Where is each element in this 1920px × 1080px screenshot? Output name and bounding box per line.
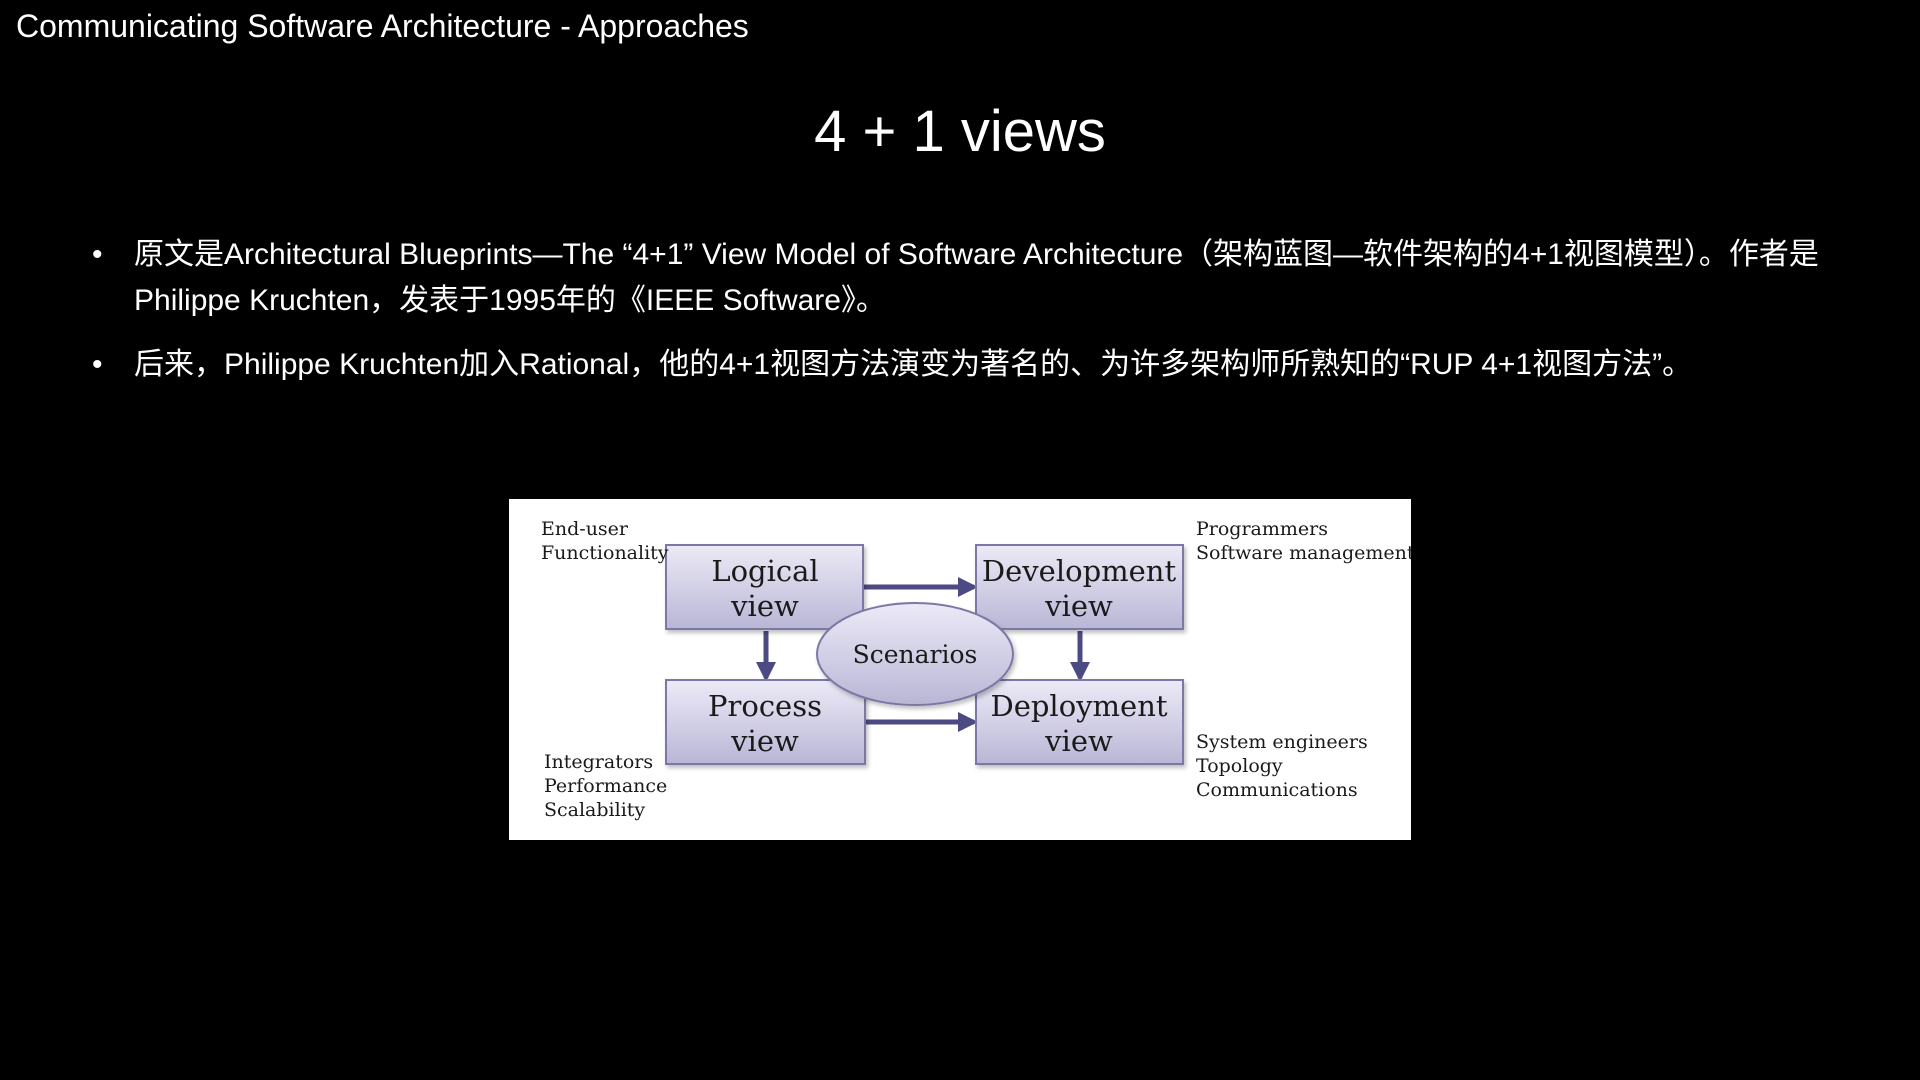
scenarios-ellipse [816, 602, 1014, 706]
process-view-box [665, 679, 866, 765]
slide-title: 4 + 1 views [814, 99, 1106, 164]
bullet-text-rup: 后来，Philippe Kruchten加入Rational，他的4+1视图方法… [134, 348, 1693, 381]
top-left-label-line2: Functionality [541, 542, 669, 564]
section-title: Communicating Software Architecture - Ap… [16, 8, 749, 44]
development-view-label-line2: view [1044, 589, 1113, 623]
logical-view-box [665, 544, 864, 630]
bottom-right-label-line2: Topology [1196, 755, 1283, 777]
four-plus-one-diagram: Logical view Development view Process vi… [509, 499, 1411, 840]
diagram-canvas: Logical view Development view Process vi… [541, 518, 1411, 821]
bullet-marker: • [92, 238, 103, 271]
development-view-box [975, 544, 1184, 630]
bullet-item-1: • 原文是Architectural Blueprints—The “4+1” … [90, 232, 1880, 324]
process-view-label-line1: Process [708, 689, 822, 723]
bottom-right-label-line1: System engineers [1196, 731, 1368, 753]
bottom-left-label-line3: Scalability [544, 799, 645, 821]
bottom-left-label-line2: Performance [544, 775, 667, 797]
top-left-label-line1: End-user [541, 518, 629, 540]
scenarios-label: Scenarios [853, 640, 978, 669]
bullet-list: • 原文是Architectural Blueprints—The “4+1” … [90, 232, 1880, 406]
bullet-item-2: • 后来，Philippe Kruchten加入Rational，他的4+1视图… [90, 342, 1880, 388]
process-view-label-line2: view [730, 724, 799, 758]
development-view-label-line1: Development [982, 554, 1177, 588]
bottom-left-label-line1: Integrators [544, 751, 653, 773]
bottom-right-label-line3: Communications [1196, 779, 1358, 801]
deployment-view-label-line1: Deployment [990, 689, 1167, 723]
bullet-text-origin: 原文是Architectural Blueprints—The “4+1” Vi… [134, 238, 1819, 317]
top-right-label-line2: Software management [1196, 542, 1411, 564]
deployment-view-box [975, 679, 1184, 765]
deployment-view-label-line2: view [1044, 724, 1113, 758]
logical-view-label-line2: view [730, 589, 799, 623]
bullet-marker: • [92, 348, 103, 381]
logical-view-label-line1: Logical [711, 554, 818, 588]
top-right-label-line1: Programmers [1196, 518, 1328, 540]
